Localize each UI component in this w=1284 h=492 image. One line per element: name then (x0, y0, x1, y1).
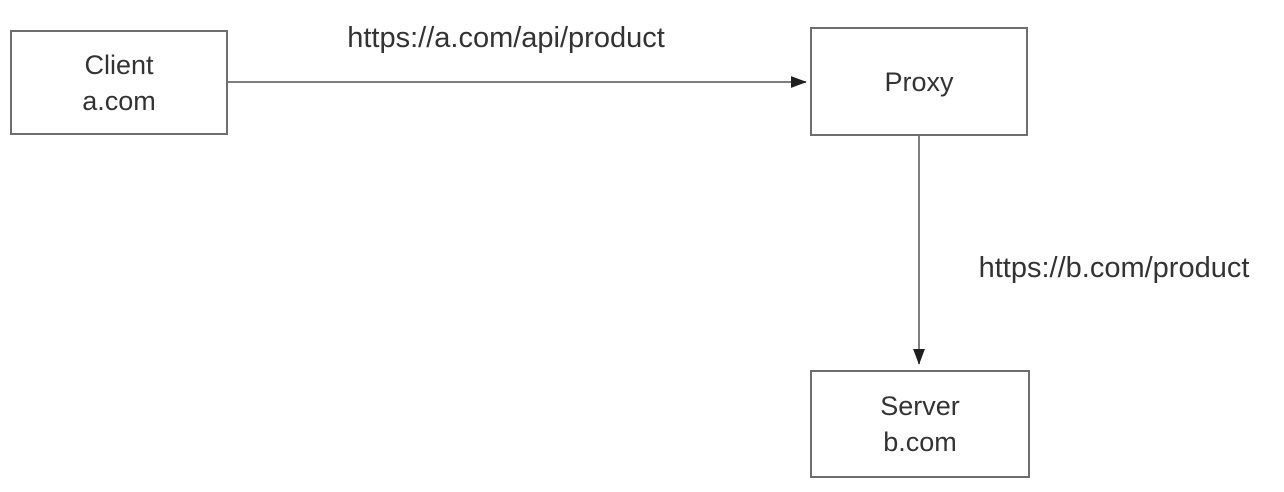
node-proxy-title: Proxy (884, 66, 954, 97)
node-proxy: Proxy (810, 27, 1028, 136)
edge-label-proxy-to-server: https://b.com/product (978, 252, 1250, 284)
node-server-title: Server (880, 391, 960, 421)
node-server-subtitle: b.com (883, 427, 957, 457)
edge-label-client-to-proxy: https://a.com/api/product (347, 22, 665, 54)
node-client: Client a.com (10, 30, 228, 135)
node-client-title: Client (84, 49, 154, 80)
node-server: Server b.com (810, 370, 1030, 478)
node-client-subtitle: a.com (82, 85, 156, 116)
